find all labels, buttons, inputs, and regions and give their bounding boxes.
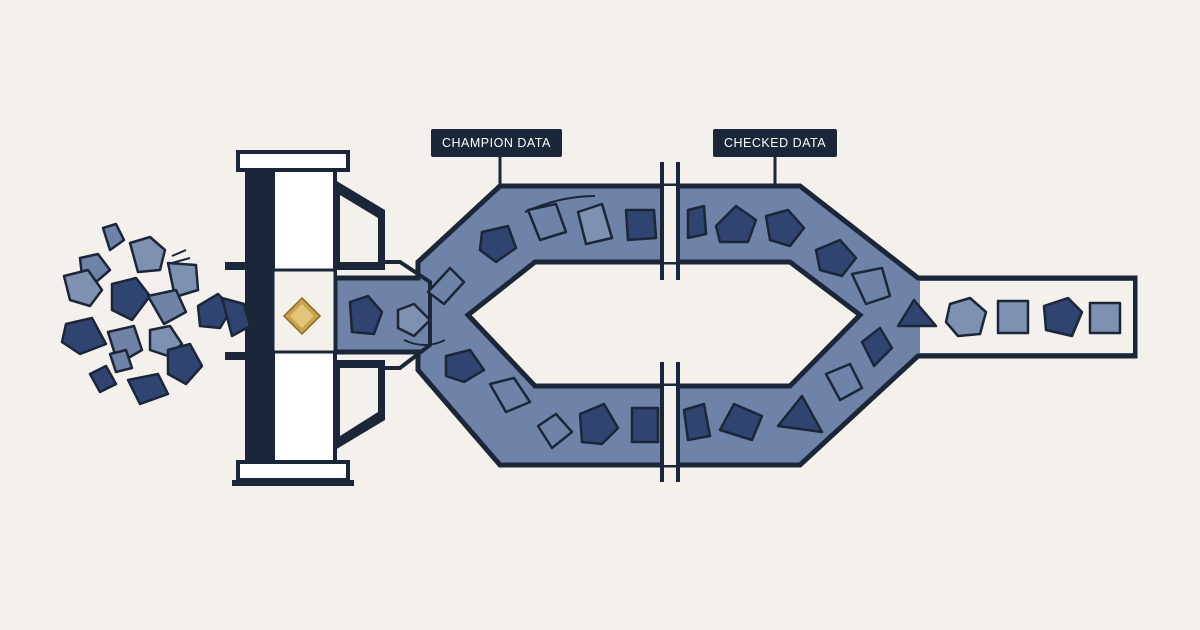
pipe-rock	[624, 208, 658, 242]
gold-diamond-icon	[282, 296, 322, 336]
raw-rock	[110, 276, 152, 322]
pipe-rock	[764, 208, 806, 248]
raw-rock	[128, 235, 167, 274]
pipe-rock	[718, 402, 764, 442]
machine-port-top	[225, 262, 273, 270]
pipe-rocks	[348, 195, 1122, 450]
raw-rock	[101, 222, 126, 252]
pipe-rock	[686, 204, 708, 240]
pipe-network	[332, 183, 1138, 468]
pipe-rock	[714, 204, 758, 244]
pipe-rock	[630, 406, 660, 444]
flow-streak	[403, 339, 446, 346]
machine-port-bottom	[225, 352, 273, 360]
raw-rock	[146, 288, 188, 326]
raw-rock	[108, 348, 134, 374]
pipe-rock	[814, 238, 858, 278]
pipe-rock	[426, 266, 466, 306]
pipe-rock	[682, 402, 712, 442]
pipe-rock	[824, 362, 864, 402]
pipe-rock	[526, 202, 568, 242]
pipe-rock	[996, 299, 1030, 335]
pipe-rock	[850, 266, 892, 306]
raw-rock	[60, 316, 108, 356]
pipe-rock	[396, 302, 432, 338]
machine-flange-bottom-inner	[340, 368, 378, 436]
checked-data-label: CHECKED DATA	[713, 129, 838, 157]
raw-rock	[166, 342, 204, 386]
pipe-rock	[576, 202, 614, 246]
intake-machine	[225, 150, 385, 486]
raw-rock	[126, 372, 170, 406]
flow-streak	[524, 195, 596, 213]
motion-line	[171, 257, 191, 264]
pipe-rock	[488, 376, 532, 414]
gate-top-gap	[664, 186, 676, 262]
machine-base	[232, 480, 354, 486]
champion-data-label: CHAMPION DATA	[431, 129, 562, 157]
raw-data-pile	[60, 222, 252, 406]
raw-rock	[220, 296, 252, 338]
pipe-rock	[478, 224, 518, 264]
raw-rock	[88, 364, 118, 394]
inlet-fitting	[335, 260, 432, 370]
pipe-rock	[578, 402, 620, 446]
machine-top-cap	[236, 150, 350, 172]
raw-rock	[62, 268, 104, 308]
pipe-rock	[444, 348, 486, 384]
motion-line	[171, 249, 187, 257]
pipe-rock	[896, 298, 938, 328]
pipe-rock	[536, 412, 574, 450]
gate-bottom-gap	[664, 386, 676, 465]
pipe-rock	[1042, 296, 1084, 338]
machine-flange-top-inner	[340, 195, 378, 262]
raw-rock	[166, 261, 200, 299]
pipe-rock	[348, 294, 384, 336]
machine-bottom-cap	[236, 460, 350, 482]
pipe-rock	[776, 394, 824, 434]
pipe-rock	[860, 326, 894, 368]
pipe-rock	[1088, 301, 1122, 335]
pipe-rock	[944, 296, 988, 338]
checkpoint-gates	[660, 162, 680, 482]
